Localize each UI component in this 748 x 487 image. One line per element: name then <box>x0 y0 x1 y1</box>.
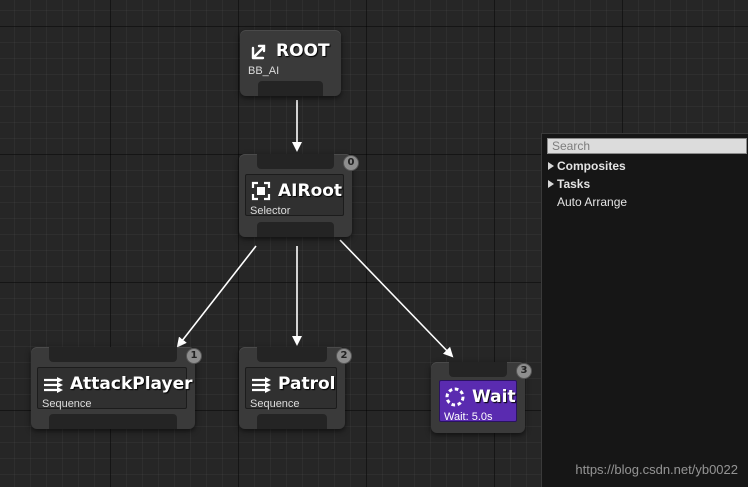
wire-airoot-wait <box>339 239 454 358</box>
patrol-sequence-node[interactable]: Patrol Sequence 2 <box>239 347 352 429</box>
patrol-node-title: Patrol <box>278 374 336 394</box>
menu-item-auto-arrange[interactable]: Auto Arrange <box>557 195 627 209</box>
expand-arrow-icon <box>548 162 554 170</box>
wire-airoot-attack <box>176 245 257 348</box>
wait-icon <box>444 386 466 408</box>
root-branch-icon <box>248 40 270 62</box>
execution-index-badge: 0 <box>343 155 359 171</box>
menu-item-composites[interactable]: Composites <box>548 159 626 173</box>
wait-node-subtitle: Wait: 5.0s <box>444 411 493 423</box>
patrol-node-subtitle: Sequence <box>250 398 300 410</box>
root-node-subtitle: BB_AI <box>248 65 280 77</box>
execution-index-badge: 2 <box>336 348 352 364</box>
wait-node-title: Wait <box>472 387 516 407</box>
airoot-node-subtitle: Selector <box>250 205 291 217</box>
wait-input-pin[interactable] <box>449 362 507 377</box>
menu-item-label: Auto Arrange <box>557 195 628 209</box>
execution-index-badge: 1 <box>186 348 202 364</box>
context-menu-panel: Composites Tasks Auto Arrange <box>541 133 748 487</box>
attackplayer-node-title: AttackPlayer <box>70 374 193 394</box>
attackplayer-sequence-node[interactable]: AttackPlayer Sequence 1 <box>31 347 202 429</box>
attackplayer-node-subtitle: Sequence <box>42 398 92 410</box>
sequence-icon <box>42 373 64 395</box>
menu-item-tasks[interactable]: Tasks <box>548 177 590 191</box>
root-node-title: ROOT <box>276 41 330 61</box>
attackplayer-output-pin[interactable] <box>49 414 177 429</box>
root-node[interactable]: ROOT BB_AI <box>240 30 341 96</box>
airoot-selector-node[interactable]: AIRoot Selector 0 <box>239 154 359 237</box>
expand-arrow-icon <box>548 180 554 188</box>
watermark-text: https://blog.csdn.net/yb0022 <box>575 462 738 477</box>
sequence-icon <box>250 373 272 395</box>
wait-task-node[interactable]: Wait Wait: 5.0s 3 <box>431 362 532 433</box>
root-output-pin[interactable] <box>258 81 323 96</box>
airoot-output-pin[interactable] <box>257 222 334 237</box>
patrol-input-pin[interactable] <box>257 347 327 362</box>
menu-item-label: Composites <box>557 159 626 173</box>
menu-item-label: Tasks <box>557 177 591 191</box>
airoot-input-pin[interactable] <box>257 154 334 169</box>
airoot-node-title: AIRoot <box>278 181 343 201</box>
search-input[interactable] <box>547 138 747 154</box>
patrol-output-pin[interactable] <box>257 414 327 429</box>
execution-index-badge: 3 <box>516 363 532 379</box>
selector-icon <box>250 180 272 202</box>
attackplayer-input-pin[interactable] <box>49 347 177 362</box>
